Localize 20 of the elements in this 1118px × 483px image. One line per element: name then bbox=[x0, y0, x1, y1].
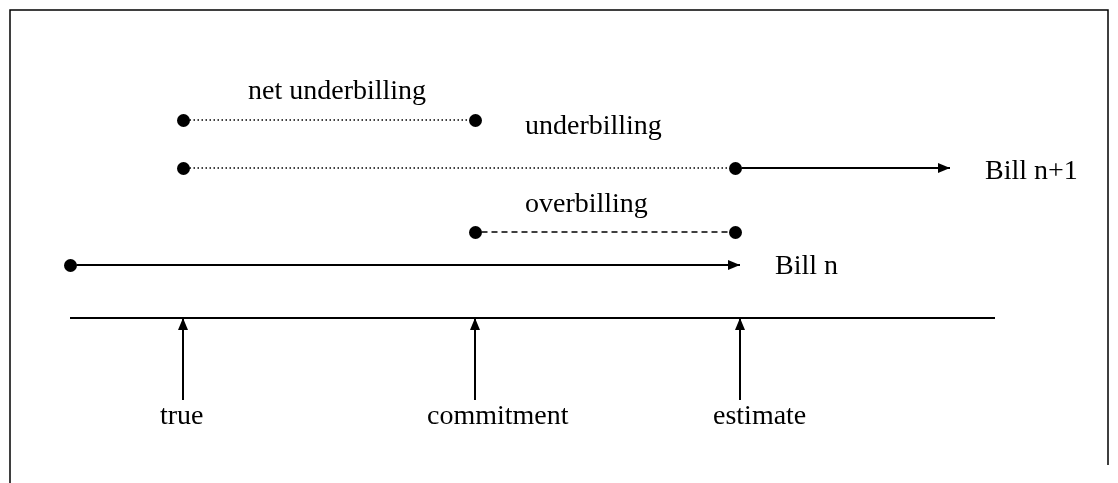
endpoint-dot bbox=[468, 225, 482, 239]
arrow bbox=[178, 317, 188, 401]
arrow bbox=[75, 260, 741, 270]
endpoint-dot bbox=[728, 161, 742, 175]
endpoint-dot bbox=[728, 225, 742, 239]
dotted-line bbox=[188, 119, 470, 121]
dashed-line bbox=[480, 231, 730, 233]
endpoint-dot bbox=[468, 113, 482, 127]
bill-label: Bill n+1 bbox=[985, 155, 1078, 185]
endpoint-dot bbox=[63, 258, 77, 272]
endpoint-dot bbox=[176, 113, 190, 127]
dotted-line bbox=[188, 167, 730, 169]
arrow bbox=[470, 317, 480, 401]
bill-label: Bill n bbox=[775, 250, 838, 280]
arrow bbox=[740, 163, 951, 173]
endpoint-dot bbox=[176, 161, 190, 175]
point-label: true bbox=[160, 400, 204, 430]
point-label: estimate bbox=[713, 400, 807, 430]
arrow bbox=[735, 317, 745, 401]
point-label: commitment bbox=[427, 400, 569, 430]
